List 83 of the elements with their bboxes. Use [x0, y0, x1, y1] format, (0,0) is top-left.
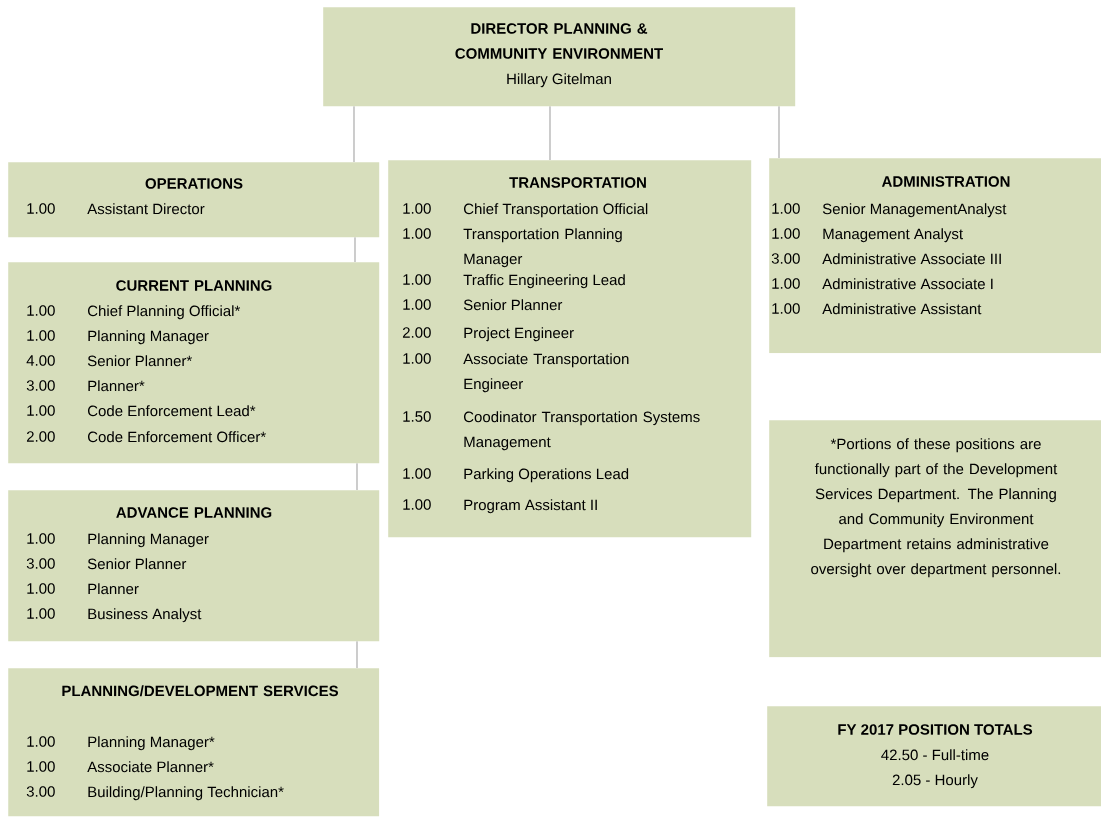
fte-count: 1.00 — [27, 736, 55, 747]
box-heading: PLANNING/DEVELOPMENT SERVICES — [62, 685, 339, 697]
fte-count: 1.00 — [403, 228, 431, 239]
fte-count: 2.00 — [402, 327, 431, 338]
position-box — [388, 160, 752, 538]
position-title: Management Analyst — [823, 228, 963, 243]
position-title: Planner — [88, 583, 139, 595]
position-title: Building/Planning Technician* — [88, 786, 284, 801]
position-box — [8, 490, 380, 642]
position-box — [8, 162, 380, 238]
connector-line — [353, 105, 355, 163]
total-line: 2.05 - Hourly — [892, 774, 978, 789]
position-box — [767, 706, 1101, 807]
position-title: Code Enforcement Officer* — [88, 431, 266, 443]
fte-count: 1.00 — [27, 608, 55, 619]
position-title: Transportation Planning Manager — [463, 228, 622, 268]
connector-line — [549, 105, 551, 161]
position-title: Associate Transportation Engineer — [463, 353, 629, 393]
position-box — [323, 7, 796, 107]
total-line: 42.50 - Full-time — [881, 749, 989, 761]
position-box — [8, 668, 380, 817]
position-title: Program Assistant II — [464, 499, 597, 514]
connector-line — [356, 462, 358, 491]
position-title: Planner* — [88, 380, 145, 392]
position-title: Parking Operations Lead — [464, 468, 629, 483]
fte-count: 4.00 — [26, 355, 55, 366]
fte-count: 1.00 — [772, 303, 800, 314]
fte-count: 1.00 — [772, 203, 800, 214]
position-title: Senior Planner* — [87, 355, 192, 367]
position-title: Chief Planning Official* — [88, 305, 241, 320]
fte-count: 1.00 — [403, 499, 431, 510]
position-title: Code Enforcement Lead* — [88, 405, 256, 417]
position-title: Administrative Associate III — [822, 253, 1001, 265]
fte-count: 1.00 — [403, 353, 431, 364]
box-heading: TRANSPORTATION — [509, 177, 646, 188]
box-heading: FY 2017 POSITION TOTALS — [838, 724, 1033, 735]
position-title: Traffic Engineering Lead — [463, 274, 625, 289]
box-heading: ADMINISTRATION — [881, 176, 1010, 187]
position-title: Assistant Director — [87, 203, 205, 215]
fte-count: 1.00 — [772, 228, 800, 239]
fte-count: 1.00 — [403, 299, 431, 310]
fte-count: 1.00 — [772, 278, 800, 289]
fte-count: 1.00 — [27, 583, 55, 594]
fte-count: 1.00 — [403, 203, 431, 214]
position-title: Senior Planner — [87, 558, 187, 570]
fte-count: 1.00 — [27, 761, 55, 772]
position-title: Coodinator Transportation Systems Management — [463, 411, 700, 451]
position-title: Associate Planner* — [87, 761, 214, 773]
fte-count: 2.00 — [26, 431, 55, 442]
position-title: Administrative Associate I — [822, 278, 993, 290]
fte-count: 1.00 — [27, 203, 55, 214]
box-heading: OPERATIONS — [145, 178, 243, 189]
position-title: Planning Manager — [88, 330, 209, 345]
fte-count: 1.00 — [403, 274, 431, 285]
position-title: Business Analyst — [88, 608, 202, 623]
fte-count: 1.00 — [27, 330, 55, 341]
fte-count: 3.00 — [26, 786, 55, 797]
box-heading: CURRENT PLANNING — [116, 280, 272, 291]
fte-count: 1.00 — [27, 405, 55, 416]
fte-count: 3.00 — [26, 558, 55, 569]
fte-count: 3.00 — [771, 253, 800, 264]
position-title: Senior ManagementAnalyst — [822, 203, 1007, 218]
position-title: Senior Planner — [463, 299, 563, 311]
position-box — [769, 158, 1101, 354]
position-title: Administrative Assistant — [822, 303, 982, 315]
position-title: Planning Manager* — [88, 736, 215, 751]
fte-count: 1.00 — [27, 305, 55, 316]
position-title: Chief Transportation Official — [463, 203, 648, 218]
fte-count: 1.50 — [403, 411, 431, 422]
box-heading: DIRECTOR PLANNING & COMMUNITY ENVIRONMENT — [455, 23, 663, 59]
fte-count: 1.00 — [403, 468, 431, 479]
position-title: Planning Manager — [88, 533, 209, 548]
connector-line — [356, 640, 358, 669]
position-title: Project Engineer — [464, 327, 574, 342]
fte-count: 3.00 — [26, 380, 55, 391]
box-heading: ADVANCE PLANNING — [116, 507, 272, 518]
note-box — [769, 420, 1101, 658]
footnote-text: *Portions of these positions are functionally part of the Development Services Department. The Planning and Community Environment Department retains administrative oversight over department personnel. — [811, 438, 1061, 578]
person-name: Hillary Gitelman — [507, 73, 611, 88]
position-box — [8, 262, 380, 464]
connector-line — [778, 105, 780, 159]
fte-count: 1.00 — [27, 533, 55, 544]
connector-line — [354, 236, 356, 263]
